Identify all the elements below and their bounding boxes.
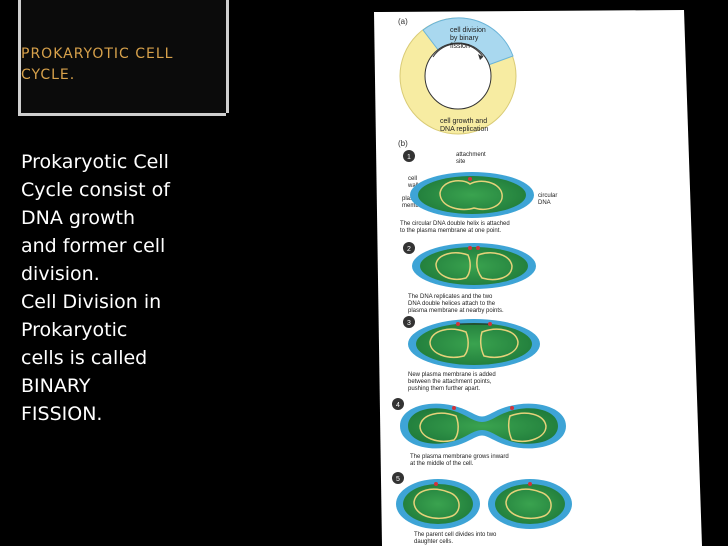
caption-line: between the attachment points, [408,379,492,385]
part-b-label: (b) [398,139,408,148]
label-line: attachment [456,152,486,158]
division-label-line: cell division [450,27,486,34]
slide-title-line: CYCLE. [21,67,76,83]
label-line: wall [407,183,418,189]
attachment-point [456,322,460,326]
step-number: 3 [407,320,411,327]
body-line: DNA growth [21,207,135,229]
label-line: circular [538,193,557,199]
attachment-site-label: attachment site [456,152,487,165]
attachment-point [510,406,514,410]
attachment-point [468,177,472,181]
binary-fission-figure: (a) cell division by binary fission cell… [370,8,718,546]
caption-line: to the plasma membrane at one point. [400,228,501,234]
body-line: FISSION. [21,403,103,425]
cytoplasm [416,323,532,365]
caption-line: The plasma membrane grows inward [410,454,509,460]
circular-dna [505,488,552,520]
step-caption: The parent cell divides into two daughte… [414,532,498,545]
body-line: division. [21,263,100,285]
caption-line: The parent cell divides into two [414,532,497,538]
division-label-line: by binary [450,35,479,42]
caption-line: pushing them further apart. [408,386,480,392]
divider-right [226,0,229,113]
slide-body-text: Prokaryotic Cell Cycle consist of DNA gr… [21,148,203,428]
cell-cycle-ring [399,17,517,135]
step-1: 1 attachment site cell wall plasma membr… [400,150,559,234]
circular-dna [435,252,471,280]
circular-dna [419,412,459,442]
step-number-badge [392,398,404,410]
growth-label-line: DNA replication [440,126,488,133]
step-number: 4 [396,402,400,409]
cycle-arrowhead [478,54,483,60]
circular-dna [413,488,460,520]
body-line: cells is called [21,347,148,369]
divider-left [18,0,21,113]
step-number-badge [392,472,404,484]
divider-bottom [18,113,226,116]
circular-dna [439,180,503,211]
growth-label-line: cell growth and [440,118,487,125]
circular-dna [507,412,547,442]
cycle-arrow [432,43,484,58]
attachment-point [528,482,532,486]
growth-label: cell growth and DNA replication [440,118,489,133]
part-a-label: (a) [398,17,408,26]
ring-center [424,42,492,110]
circular-dna [479,328,519,358]
step-2: 2 The DNA replicates and the two DNA dou… [403,242,536,314]
label-line: membrane [402,203,431,209]
attachment-point [452,406,456,410]
attachment-point [488,322,492,326]
slide-title-line: PROKARYOTIC CELL [21,46,174,62]
step-caption: New plasma membrane is added between the… [408,372,497,392]
caption-line: daughter cells. [414,539,453,545]
caption-line: DNA double helices attach to the [408,301,496,307]
circular-dna [429,328,469,358]
body-line: and former cell [21,235,166,257]
cytoplasm [420,247,528,285]
caption-line: plasma membrane at nearby points. [408,308,504,314]
body-line: Cycle consist of [21,179,170,201]
circular-dna-label: circular DNA [538,193,559,206]
body-line: Prokaryotic Cell [21,151,169,173]
step-number: 1 [407,154,411,161]
step-number-badge [403,242,415,254]
step-3: 3 New plasma membrane is added between t… [403,316,540,392]
body-line: BINARY [21,375,91,397]
step-caption: The circular DNA double helix is attache… [400,221,511,234]
attachment-point [434,482,438,486]
slide-title: PROKARYOTIC CELL CYCLE. [21,44,211,86]
caption-line: The circular DNA double helix is attache… [400,221,510,227]
step-number: 5 [396,476,400,483]
attachment-point [468,246,472,250]
label-line: cell [408,176,417,182]
body-line: Cell Division in [21,291,162,313]
step-caption: The DNA replicates and the two DNA doubl… [408,294,504,314]
caption-line: New plasma membrane is added [408,372,496,378]
cytoplasm [408,408,558,444]
label-line: DNA [538,200,551,206]
division-label: cell division by binary fission [450,27,488,50]
step-4: 4 The plasma membrane grows inward at th… [392,398,566,467]
step-caption: The plasma membrane grows inward at the … [410,454,510,467]
step-number-badge [403,316,415,328]
cell-wall-label: cell wall [407,176,419,189]
circular-dna [476,252,513,281]
title-panel [18,0,226,113]
attachment-point [476,246,480,250]
label-line: site [456,159,466,165]
division-label-line: fission [450,43,470,50]
body-line: Prokaryotic [21,319,128,341]
step-number-badge [403,150,415,162]
caption-line: The DNA replicates and the two [408,294,493,300]
step-number: 2 [407,246,411,253]
caption-line: at the middle of the cell. [410,461,474,467]
step-5: 5 The parent cell divides into two daugh… [392,472,572,545]
